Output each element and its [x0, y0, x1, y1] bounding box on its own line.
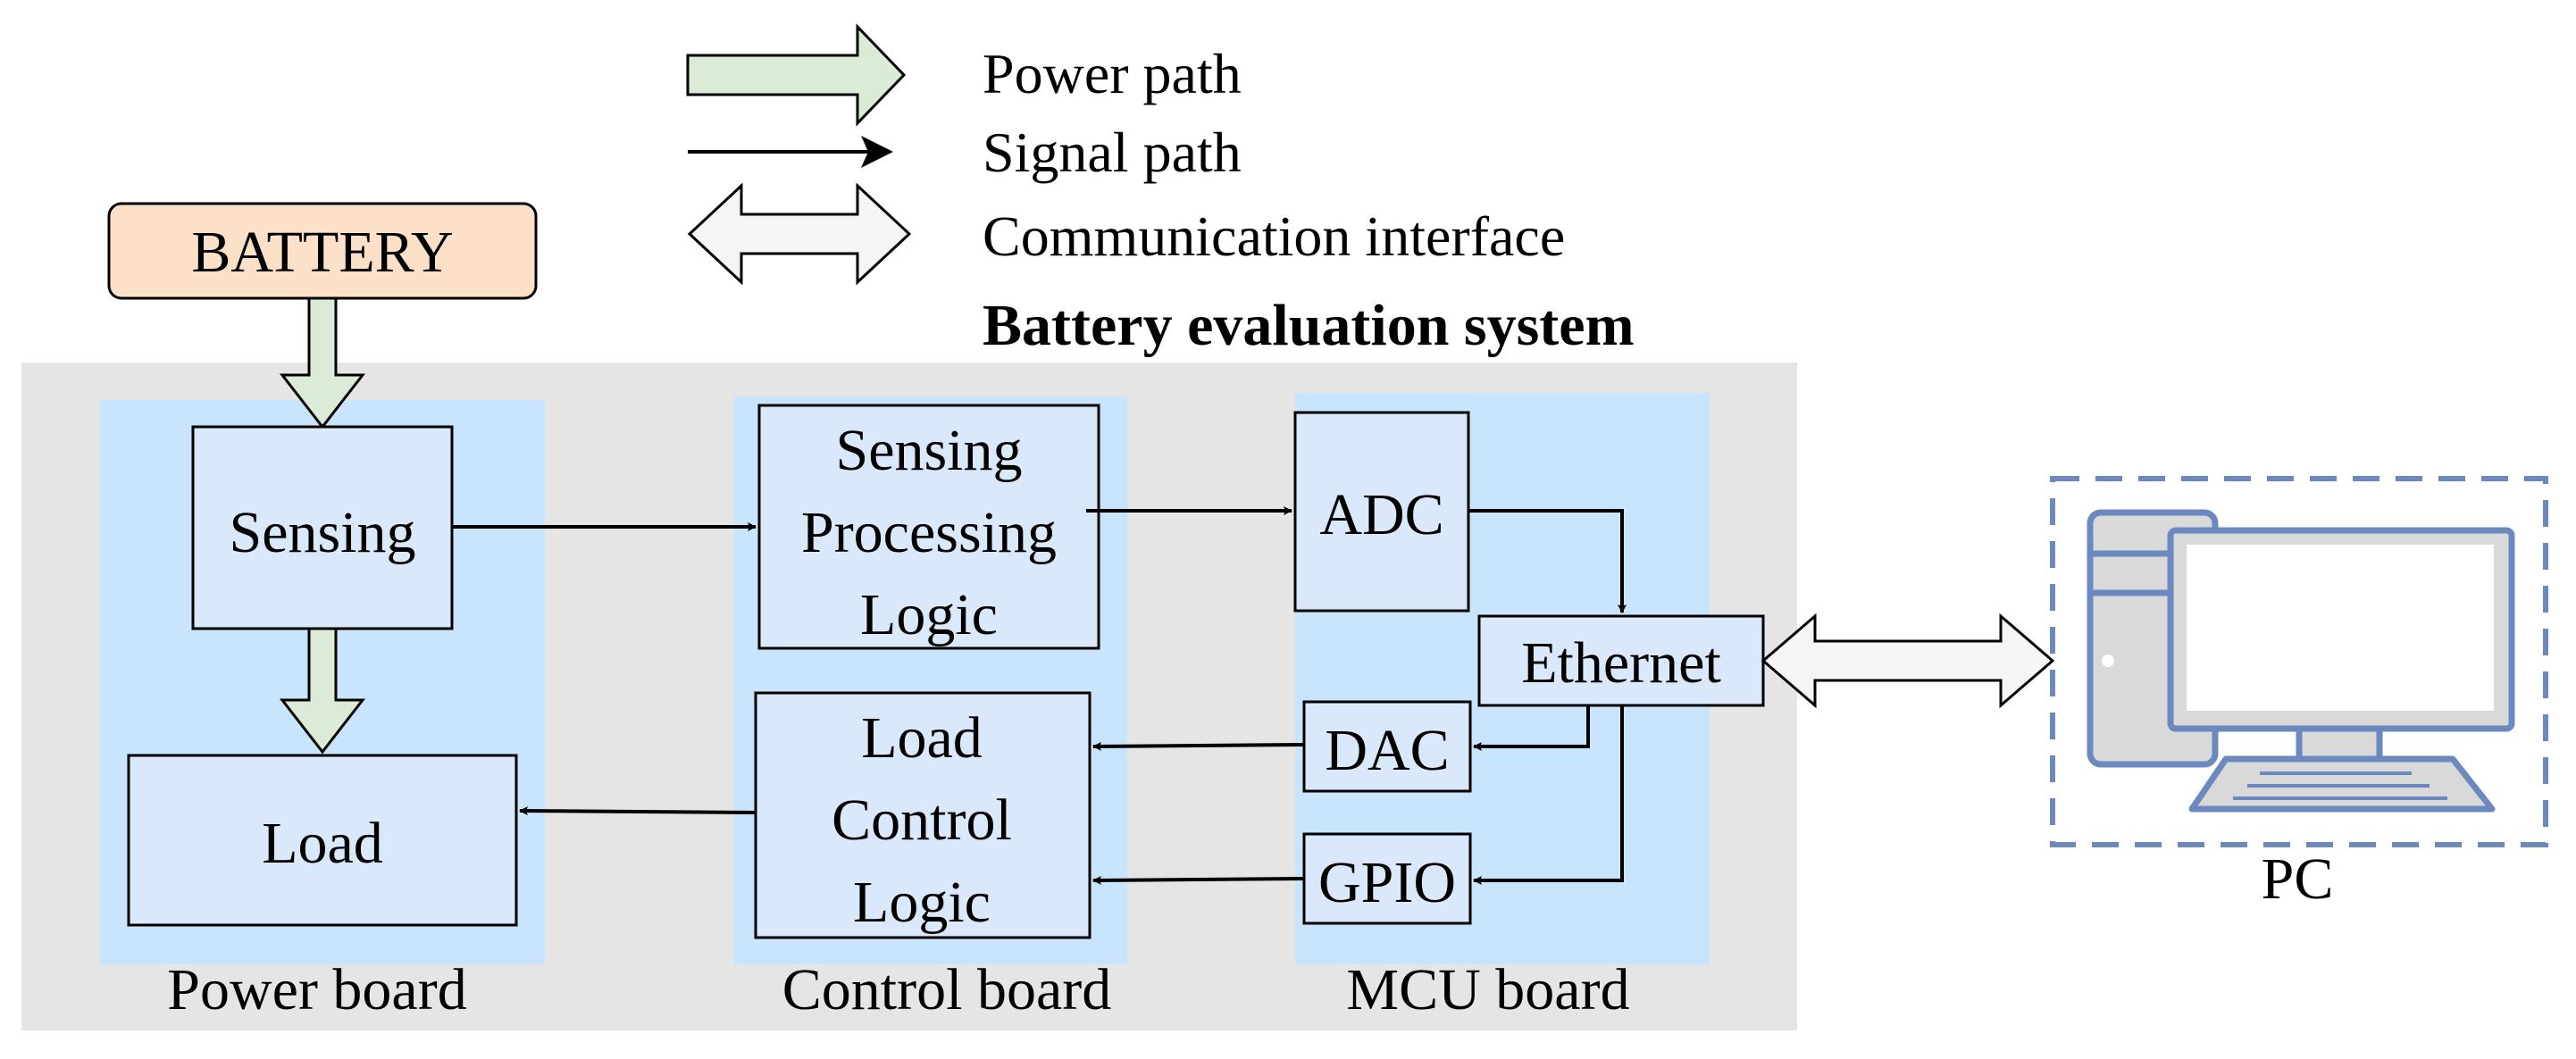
load-logic-line-3: Logic: [853, 870, 991, 935]
pc-label: PC: [2262, 846, 2334, 912]
sensing-label: Sensing: [229, 500, 415, 565]
legend-signal-label: Signal path: [983, 121, 1242, 184]
signal-ethernet-to-gpio: [1473, 705, 1624, 885]
gpio-block: [1302, 832, 1472, 925]
load-control-logic-block: [754, 691, 1091, 939]
adc-label: ADC: [1319, 482, 1443, 547]
legend-comm-arrow: [687, 182, 912, 286]
pc-group: PC: [2050, 476, 2548, 912]
system-title: Battery evaluation system: [983, 293, 1635, 358]
mcu-board-label: MCU board: [1346, 957, 1629, 1022]
comm-arrow-ethernet-pc: [1761, 613, 2055, 709]
sensing-logic-line-3: Logic: [860, 582, 998, 647]
computer-icon: [2087, 509, 2515, 813]
signal-paths: [452, 506, 1627, 885]
adc-block: [1293, 411, 1470, 613]
ethernet-label: Ethernet: [1521, 630, 1721, 696]
power-arrow-battery-sensing: [279, 296, 366, 429]
signal-gpio-to-load-logic: [1092, 875, 1305, 885]
dac-label: DAC: [1325, 718, 1449, 783]
battery-label: BATTERY: [191, 220, 453, 285]
load-logic-line-1: Load: [861, 705, 983, 771]
sensing-logic-line-1: Sensing: [835, 418, 1022, 483]
dac-block: [1302, 700, 1472, 793]
signal-load-logic-to-load: [519, 806, 757, 816]
load-label: Load: [262, 811, 383, 876]
legend-power-label: Power path: [983, 42, 1242, 105]
load-block: [127, 754, 518, 927]
gpio-label: GPIO: [1318, 850, 1456, 915]
signal-adc-to-ethernet: [1468, 509, 1627, 613]
signal-ethernet-to-dac: [1473, 705, 1590, 751]
control-board-label: Control board: [782, 957, 1111, 1022]
legend-power-arrow: [686, 23, 907, 127]
legend-comm-label: Communication interface: [983, 204, 1565, 268]
load-logic-line-2: Control: [832, 788, 1012, 853]
signal-dac-to-load-logic: [1092, 741, 1305, 751]
power-arrow-sensing-load: [279, 627, 366, 755]
sensing-logic-line-2: Processing: [801, 500, 1057, 565]
legend: Power path Signal path Communication int…: [686, 23, 1635, 358]
power-board-label: Power board: [167, 957, 466, 1022]
sensing-processing-logic-block: [757, 404, 1100, 650]
